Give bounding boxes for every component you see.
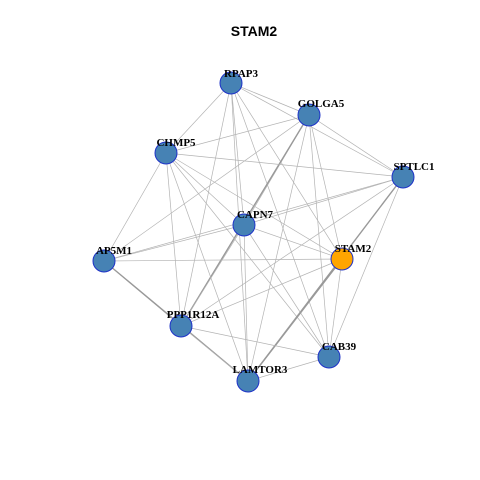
edge-rpap3-golga5 (230, 82, 310, 116)
node-label: AP5M1 (96, 245, 132, 257)
node-label: SPTLC1 (394, 161, 435, 173)
node-sptlc1[interactable]: SPTLC1 (391, 161, 435, 189)
edge-cab39-lamtor3 (247, 356, 330, 382)
edge-capn7-cab39 (243, 224, 330, 358)
edge-golga5-chmp5 (165, 114, 310, 154)
edge-rpap3-sptlc1 (230, 82, 404, 178)
diagram-title: STAM2 (231, 23, 278, 39)
edge-chmp5-capn7 (165, 152, 245, 226)
edge-golga5-stam2 (308, 114, 343, 260)
edge-rpap3-ppp1r12a (180, 82, 232, 327)
edge-rpap3-stam2 (230, 82, 343, 260)
node-golga5[interactable]: GOLGA5 (297, 98, 345, 127)
edge-capn7-stam2 (243, 224, 343, 260)
node-capn7[interactable]: CAPN7 (232, 209, 274, 237)
edge-chmp5-ap5m1 (103, 152, 167, 262)
edge-ppp1r12a-cab39 (180, 325, 330, 358)
edge-golga5-ap5m1 (103, 114, 310, 262)
node-circle[interactable] (154, 141, 178, 165)
edge-golga5-cab39 (308, 114, 330, 358)
edge-capn7-ap5m1 (103, 224, 245, 262)
node-circle[interactable] (391, 165, 415, 189)
node-label: PPP1R12A (167, 309, 220, 321)
node-label: GOLGA5 (298, 98, 345, 110)
node-chmp5[interactable]: CHMP5 (154, 137, 196, 165)
edge-stam2-ppp1r12a (180, 258, 343, 327)
node-label: CAPN7 (237, 209, 274, 221)
edge-chmp5-sptlc1 (165, 152, 404, 178)
node-circle[interactable] (297, 103, 321, 127)
node-label: LAMTOR3 (233, 364, 288, 376)
edge-capn7-lamtor3 (243, 224, 249, 382)
edge-rpap3-cab39 (230, 82, 330, 358)
node-circle[interactable] (219, 71, 243, 95)
edge-chmp5-stam2 (165, 152, 343, 260)
edge-ap5m1-stam2 (103, 258, 343, 262)
node-circle[interactable] (330, 247, 354, 271)
edge-chmp5-cab39 (165, 152, 330, 358)
edge-golga5-sptlc1 (308, 114, 404, 178)
node-label: RPAP3 (224, 68, 259, 80)
node-circle[interactable] (232, 213, 256, 237)
node-ppp1r12a[interactable]: PPP1R12A (167, 309, 220, 338)
node-ap5m1[interactable]: AP5M1 (92, 245, 132, 273)
edge-chmp5-ppp1r12a (165, 152, 182, 327)
edge-sptlc1-capn7 (243, 176, 404, 226)
node-label: CHMP5 (156, 137, 196, 149)
node-circle[interactable] (236, 369, 260, 393)
edge-sptlc1-ppp1r12a (180, 176, 404, 327)
node-circle[interactable] (317, 345, 341, 369)
node-circle[interactable] (169, 314, 193, 338)
edge-golga5-lamtor3 (247, 114, 310, 382)
node-rpap3[interactable]: RPAP3 (219, 68, 259, 95)
node-lamtor3[interactable]: LAMTOR3 (233, 364, 288, 393)
node-stam2[interactable]: STAM2 (330, 243, 372, 271)
edge-chmp5-lamtor3 (165, 152, 249, 382)
node-label: STAM2 (335, 243, 372, 255)
edge-capn7-ppp1r12a (180, 224, 245, 327)
edge-rpap3-capn7 (230, 82, 245, 226)
node-cab39[interactable]: CAB39 (317, 341, 357, 369)
edge-stam2-cab39 (328, 258, 343, 358)
edge-stam2-lamtor3 (247, 258, 343, 382)
edge-rpap3-chmp5 (165, 82, 232, 154)
node-label: CAB39 (322, 341, 357, 353)
edge-ppp1r12a-lamtor3 (180, 325, 249, 382)
edge-layer (103, 82, 404, 382)
edge-sptlc1-cab39 (328, 176, 404, 358)
node-circle[interactable] (92, 249, 116, 273)
